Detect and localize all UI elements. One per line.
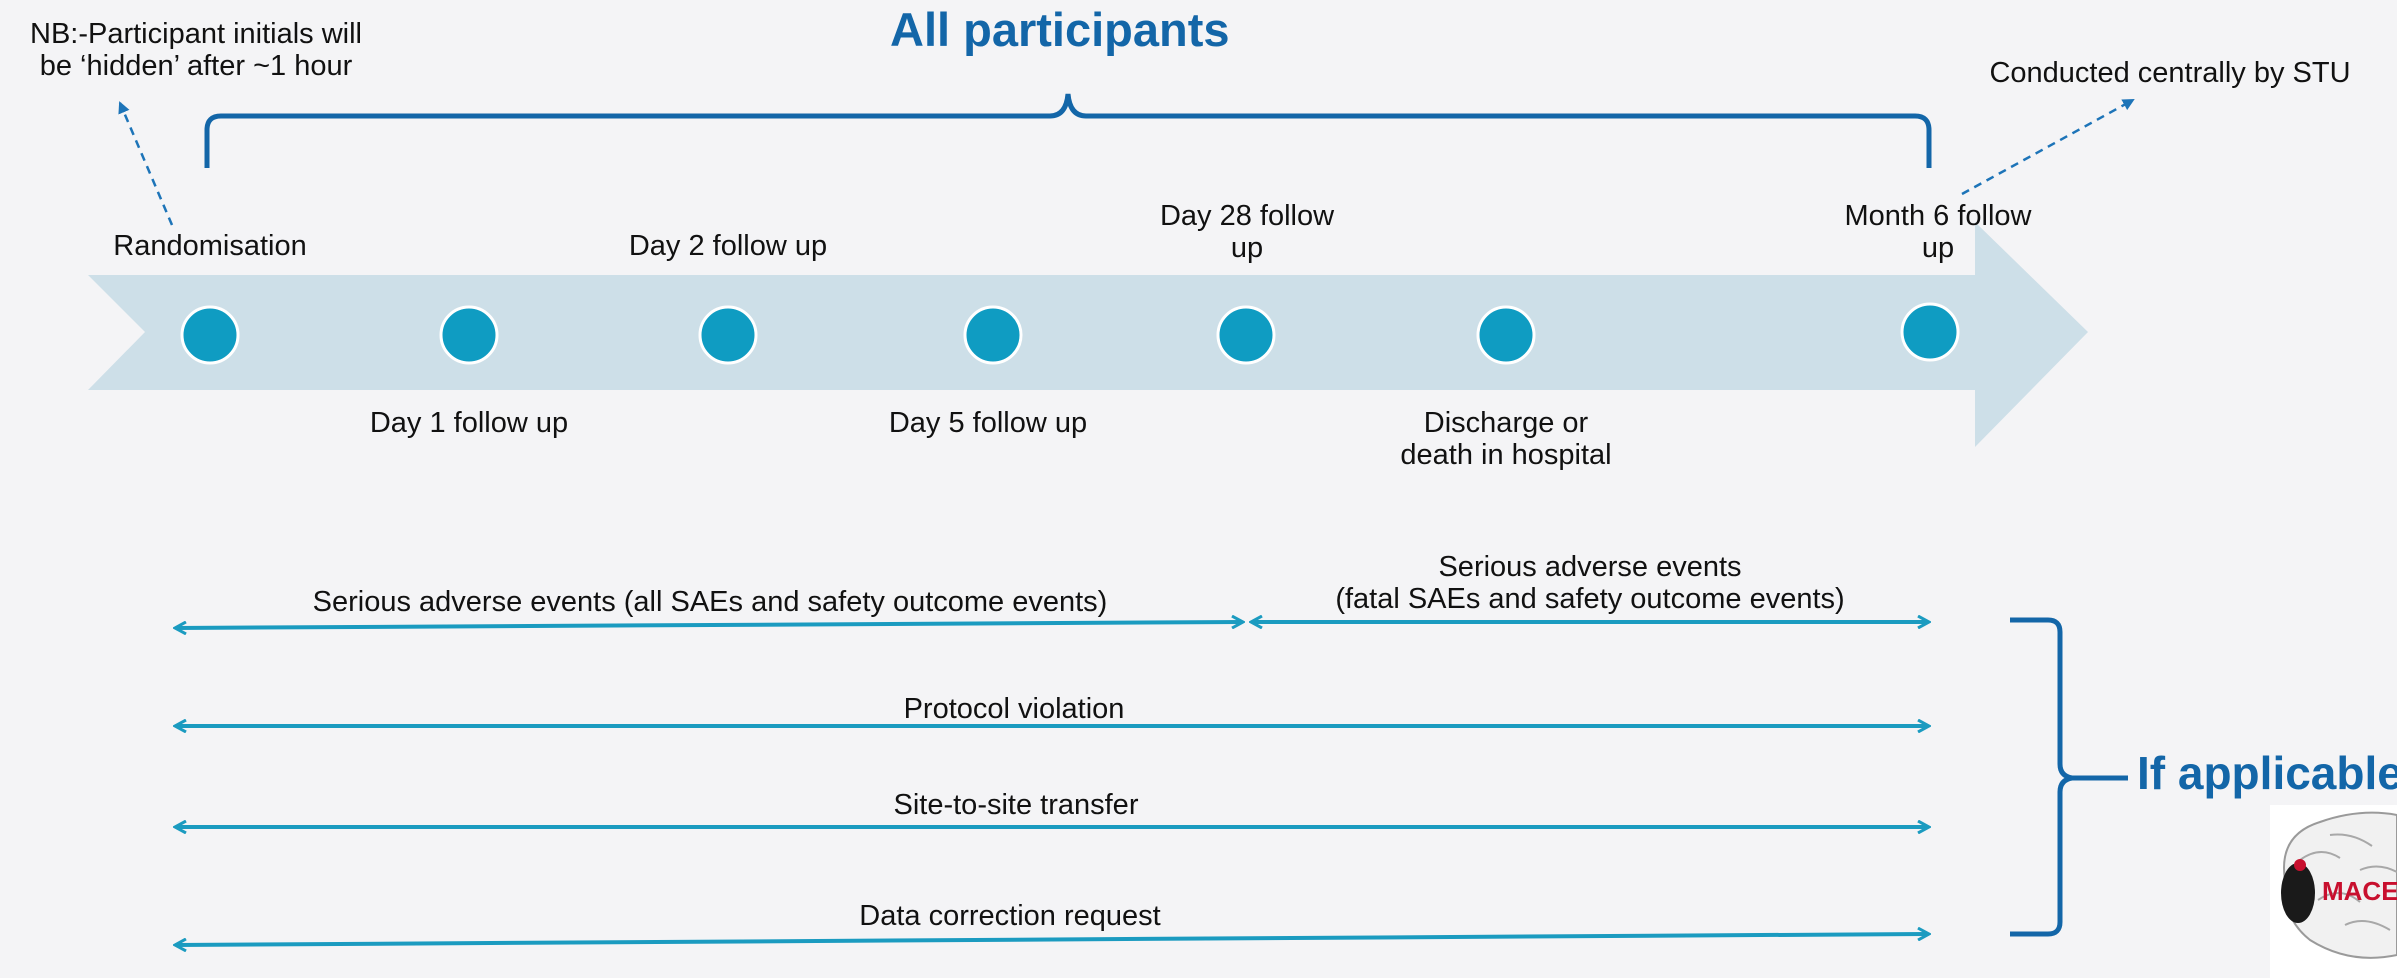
label-day2: Day 2 follow up — [628, 230, 828, 262]
node-month6 — [1900, 302, 1960, 362]
label-day28: Day 28 follow up — [1159, 200, 1335, 264]
node-discharge — [1476, 305, 1536, 365]
label-discharge: Discharge or death in hospital — [1400, 407, 1612, 471]
if-applicable-bracket — [2010, 617, 2128, 937]
label-protocol-violation: Protocol violation — [903, 693, 1125, 725]
timeline-arrow-band — [88, 222, 2088, 447]
central-note: Conducted centrally by STU — [1989, 57, 2351, 89]
label-month6: Month 6 follow up — [1844, 200, 2032, 264]
node-day1 — [439, 305, 499, 365]
label-sae-early: Serious adverse events (all SAEs and saf… — [312, 586, 1108, 618]
brain-logo — [2270, 805, 2397, 978]
stu-pointer-arrow — [1961, 98, 2135, 196]
data-correction-arrow — [176, 934, 1928, 945]
note-pointer-arrow — [118, 101, 174, 226]
if-applicable-label: If applicable — [2137, 747, 2397, 799]
all-participants-bracket — [204, 93, 1932, 168]
label-site-transfer: Site-to-site transfer — [893, 789, 1139, 821]
node-day2 — [698, 305, 758, 365]
page-title: All participants — [890, 3, 1230, 56]
label-randomisation: Randomisation — [113, 230, 307, 262]
sae-early-arrow — [176, 622, 1242, 628]
node-day5 — [963, 305, 1023, 365]
node-randomisation — [180, 305, 240, 365]
label-day5: Day 5 follow up — [888, 407, 1088, 439]
initials-note: NB:-Participant initials will be ‘hidden… — [30, 18, 362, 82]
label-data-correction: Data correction request — [859, 900, 1161, 932]
label-day1: Day 1 follow up — [369, 407, 569, 439]
node-day28 — [1216, 305, 1276, 365]
logo-text: MACE — [2322, 876, 2397, 906]
label-sae-late: Serious adverse events (fatal SAEs and s… — [1335, 551, 1845, 615]
